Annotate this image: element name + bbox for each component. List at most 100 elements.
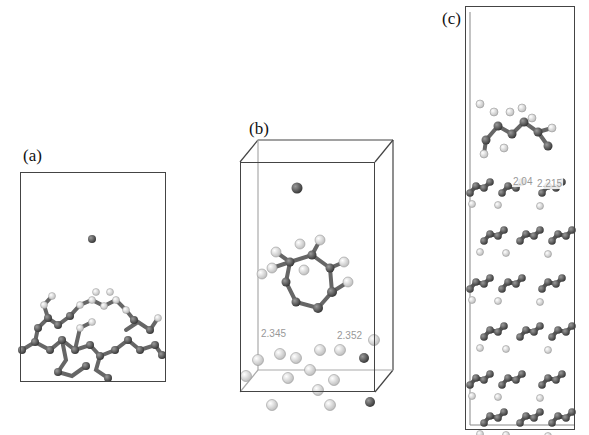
atom-or-bond [89, 319, 96, 326]
atom-or-bond [339, 257, 349, 267]
atom-or-bond [506, 108, 514, 116]
atom-or-bond [480, 150, 488, 158]
atom-or-bond [18, 235, 166, 382]
atom-or-bond [530, 328, 538, 336]
atom-or-bond [494, 122, 503, 131]
atom-or-bond [562, 414, 570, 422]
atom-or-bond [503, 250, 510, 257]
atom-or-bond [480, 280, 488, 288]
atom-or-bond [151, 341, 159, 349]
atom-or-bond [369, 335, 380, 346]
simulation-cell: (a) [20, 172, 166, 382]
atom-or-bond [240, 370, 258, 392]
atom-or-bond [58, 340, 86, 376]
atom-or-bond [82, 362, 90, 370]
simulation-cell: (b) [240, 162, 375, 392]
atom-or-bond [470, 12, 471, 425]
atom-or-bond [93, 289, 100, 296]
atom-or-bond [124, 336, 132, 344]
atom-or-bond [86, 341, 94, 349]
atom-or-bond [272, 240, 348, 308]
atom-or-bond [537, 395, 544, 402]
atom-or-bond [518, 370, 526, 378]
atom-or-bond [500, 408, 508, 416]
atom-or-bond [548, 333, 556, 341]
atom-or-bond [375, 140, 393, 162]
atom-or-bond [472, 374, 480, 382]
atom-or-bond [512, 280, 520, 288]
atom-or-bond [486, 412, 494, 420]
atom-or-bond [66, 312, 74, 320]
atom-or-bond [522, 230, 530, 238]
atom-or-bond [77, 325, 84, 332]
atom-or-bond [71, 346, 79, 354]
atom-or-bond [484, 122, 552, 154]
atom-or-bond [482, 136, 491, 145]
atom-or-bond [291, 353, 302, 364]
atom-or-bond [528, 114, 536, 122]
atom-or-bond [77, 302, 84, 309]
atom-or-bond [466, 381, 474, 389]
atom-or-bond [477, 249, 484, 256]
atom-or-bond [486, 122, 548, 146]
atom-or-bond [315, 235, 325, 245]
atom-or-bond [54, 321, 62, 329]
atom-or-bond [308, 251, 317, 260]
bond-distance: 2.345 [260, 328, 287, 339]
atom-or-bond [22, 340, 162, 356]
atom-or-bond [359, 353, 369, 363]
atom-or-bond [41, 302, 48, 309]
panel-label: (a) [23, 146, 42, 166]
molecule-c [466, 100, 576, 435]
atom-or-bond [375, 370, 393, 392]
atom-or-bond [516, 419, 524, 427]
atom-or-bond [504, 374, 512, 382]
atom-or-bond [54, 368, 62, 376]
atom-or-bond [44, 314, 52, 322]
atom-or-bond [554, 230, 562, 238]
atom-or-bond [392, 140, 393, 370]
cell-perspective [470, 12, 574, 425]
atom-or-bond [469, 297, 476, 304]
atom-or-bond [504, 182, 512, 190]
atom-or-bond [562, 232, 570, 240]
atom-or-bond [241, 371, 252, 382]
atom-or-bond [494, 232, 502, 240]
atom-or-bond [498, 285, 506, 293]
atom-or-bond [466, 285, 474, 293]
atom-or-bond [477, 345, 484, 352]
atom-or-bond [282, 278, 291, 287]
atom-or-bond [295, 239, 305, 249]
atom-or-bond [480, 333, 488, 341]
atom-or-bond [343, 277, 353, 287]
atom-or-bond [504, 278, 512, 286]
atom-or-bond [292, 183, 303, 194]
atom-or-bond [267, 400, 278, 411]
atom-or-bond [46, 346, 54, 354]
atom-or-bond [326, 264, 335, 273]
atom-or-bond [158, 351, 166, 359]
atom-or-bond [476, 100, 556, 158]
atom-or-bond [329, 375, 340, 386]
atom-or-bond [545, 251, 552, 258]
atom-or-bond [49, 293, 56, 300]
atom-or-bond [146, 326, 154, 334]
atom-or-bond [313, 385, 324, 396]
atom-or-bond [130, 316, 138, 324]
bond-distance: 2.352 [336, 330, 363, 341]
atom-or-bond [544, 142, 553, 151]
atom-or-bond [241, 235, 380, 411]
atom-or-bond [518, 104, 526, 112]
atom-or-bond [313, 303, 323, 313]
atom-or-bond [480, 184, 488, 192]
atom-or-bond [292, 298, 301, 307]
atom-or-bond [486, 178, 494, 186]
atom-or-bond [498, 381, 506, 389]
atom-or-bond [155, 315, 162, 322]
atom-or-bond [500, 226, 508, 234]
atom-or-bond [58, 336, 66, 344]
atom-or-bond [530, 414, 538, 422]
atom-or-bond [537, 203, 544, 210]
atom-or-bond [530, 232, 538, 240]
